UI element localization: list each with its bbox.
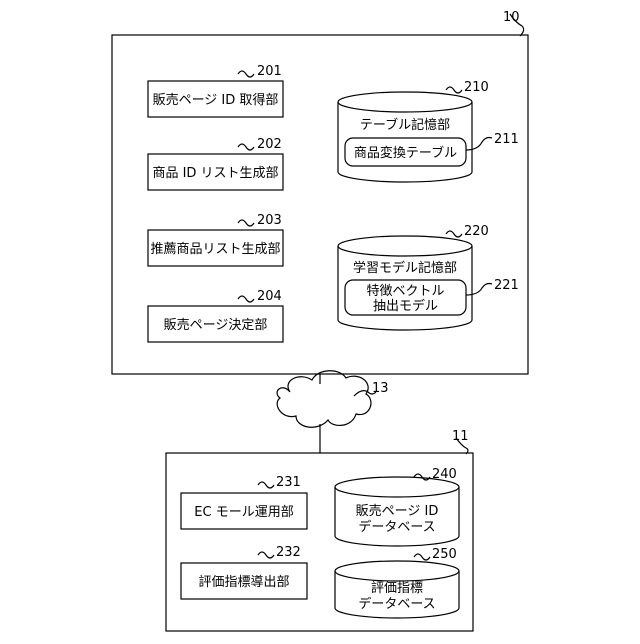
evaluation-db-label-1: 評価指標	[371, 581, 423, 596]
ref-240: 240	[432, 467, 457, 482]
leader-204	[238, 296, 254, 302]
leader-201	[238, 71, 254, 77]
leader-203	[238, 220, 254, 226]
ref-220: 220	[464, 224, 489, 239]
ref-201: 201	[257, 64, 282, 79]
ref-211: 211	[494, 132, 519, 147]
ref-203: 203	[257, 213, 282, 228]
sales-page-db-label-1: 販売ページ ID	[356, 503, 439, 519]
feature-vector-label: 特徴ベクトル	[366, 284, 444, 299]
ref-204: 204	[257, 289, 282, 304]
table-storage-label: テーブル記憶部	[360, 117, 450, 133]
product-conversion-table-label: 商品変換テーブル	[354, 145, 457, 161]
leader-202	[238, 144, 254, 150]
ec-system-ref: 11	[452, 429, 469, 444]
leader-221	[466, 284, 492, 296]
unit-label-201: 販売ページ ID 取得部	[153, 92, 279, 108]
ref-232: 232	[276, 545, 301, 560]
leader-232	[258, 552, 274, 558]
leader-250	[414, 554, 430, 560]
model-storage-label: 学習モデル記憶部	[353, 260, 457, 276]
unit-label-232: 評価指標導出部	[198, 575, 289, 590]
leader-231	[258, 482, 274, 488]
ref-221: 221	[494, 278, 519, 293]
server-ref: 10	[503, 10, 520, 25]
evaluation-db-label-2: データベース	[358, 596, 435, 612]
network-cloud	[277, 371, 371, 428]
ref-231: 231	[276, 475, 301, 490]
leader-211	[466, 138, 492, 151]
network-ref: 13	[372, 381, 389, 396]
ref-202: 202	[257, 137, 282, 152]
model-storage-cylinder	[338, 236, 472, 330]
sales-page-db-label-2: データベース	[358, 519, 435, 535]
unit-label-204: 販売ページ決定部	[164, 317, 268, 333]
unit-label-203: 推薦商品リスト生成部	[150, 242, 280, 257]
leader-220	[446, 231, 462, 237]
extraction-model-label: 抽出モデル	[373, 298, 438, 314]
unit-label-202: 商品 ID リスト生成部	[152, 166, 278, 181]
leader-210	[446, 87, 462, 93]
ref-210: 210	[464, 80, 489, 95]
unit-label-231: EC モール運用部	[194, 505, 293, 520]
table-storage-cylinder	[338, 92, 472, 182]
ref-250: 250	[432, 547, 457, 562]
